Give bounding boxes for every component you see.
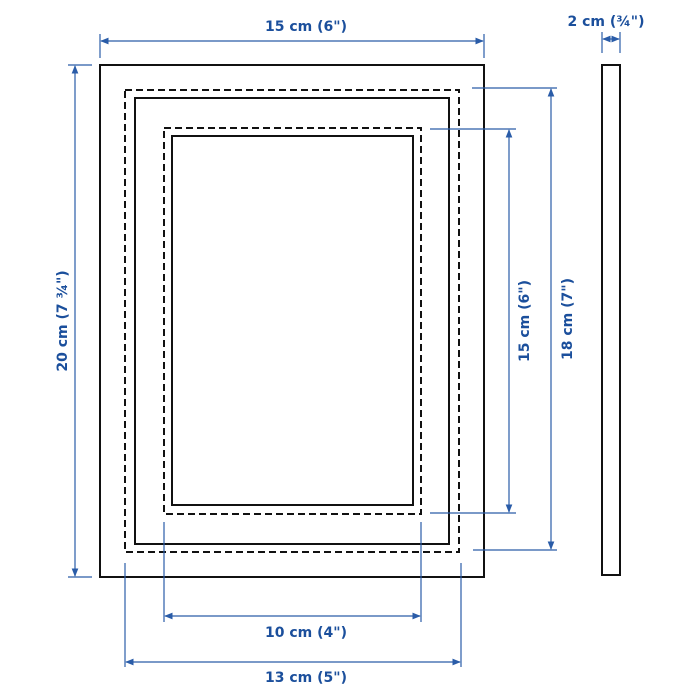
mat-inner-dashed bbox=[163, 127, 422, 515]
depth-label: 2 cm (¾") bbox=[568, 14, 645, 30]
mat-outer-width-dimension: 13 cm (5") bbox=[124, 563, 462, 686]
frame-outer-edge bbox=[99, 64, 485, 578]
mat-inner-height-dimension: 15 cm (6") bbox=[430, 128, 533, 514]
mat-inner-width-dimension: 10 cm (4") bbox=[163, 522, 422, 641]
mat-outer-dashed bbox=[124, 89, 460, 553]
picture-opening bbox=[171, 135, 414, 506]
depth-dimension: 2 cm (¾") bbox=[568, 14, 645, 53]
mat-outer-height-dimension: 18 cm (7") bbox=[472, 87, 576, 551]
height-label: 20 cm (7 ¾") bbox=[55, 270, 71, 371]
frame-side-profile bbox=[601, 64, 621, 576]
mat-inner-width-label: 10 cm (4") bbox=[265, 625, 347, 641]
frame-inner-edge bbox=[134, 97, 450, 545]
width-label: 15 cm (6") bbox=[265, 19, 347, 35]
mat-outer-width-label: 13 cm (5") bbox=[265, 670, 347, 686]
mat-outer-height-label: 18 cm (7") bbox=[560, 278, 576, 360]
width-dimension: 15 cm (6") bbox=[99, 19, 485, 58]
height-dimension: 20 cm (7 ¾") bbox=[55, 64, 92, 578]
mat-inner-height-label: 15 cm (6") bbox=[517, 280, 533, 362]
